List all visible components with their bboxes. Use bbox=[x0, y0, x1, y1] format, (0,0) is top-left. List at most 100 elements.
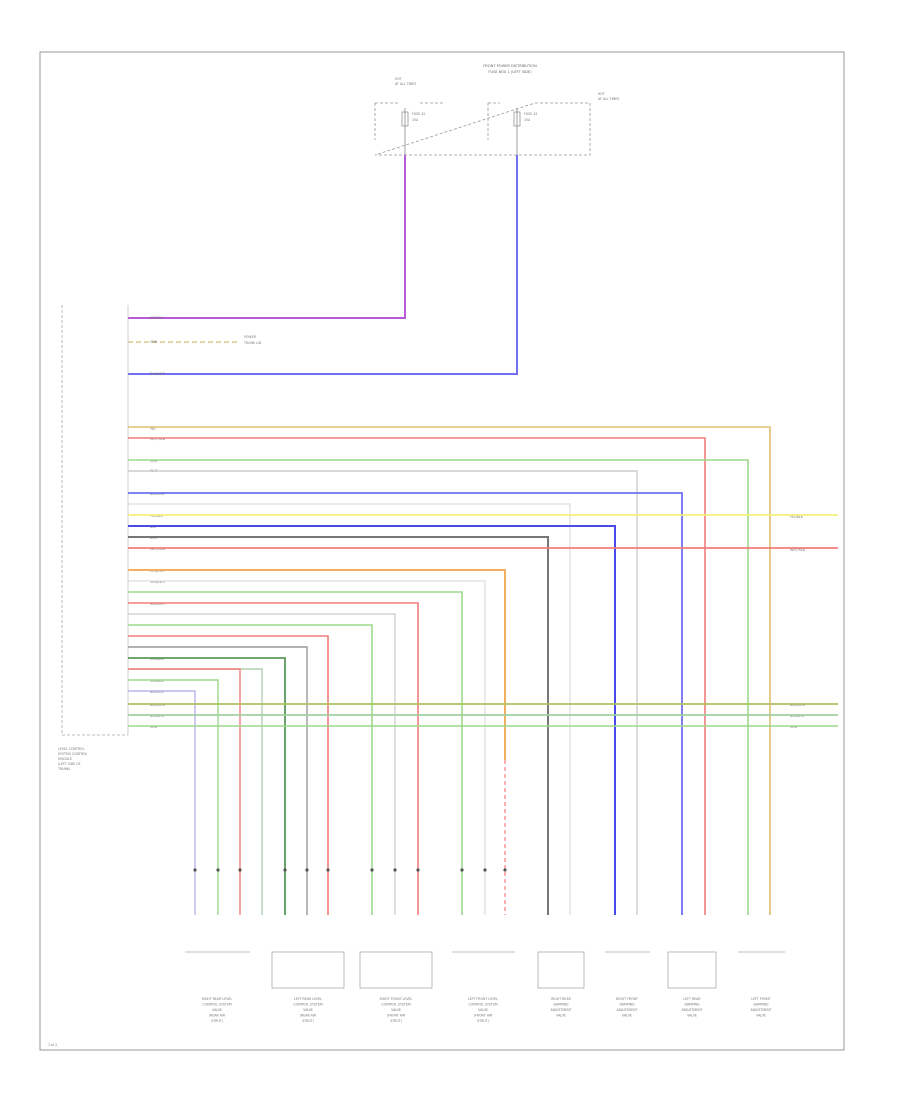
component-label-line: ADJUSTMENT bbox=[551, 1008, 572, 1012]
module-label-5: TRUNK) bbox=[57, 767, 70, 771]
fuse-box-title-2: FUSE BOX 1 (LEFT SIDE) bbox=[488, 70, 532, 74]
fuse-box-outline bbox=[374, 102, 591, 156]
fuse-a-label-1: FUSE 42 bbox=[412, 112, 425, 116]
component-label-line: LEFT REAR bbox=[683, 997, 701, 1001]
wire-run bbox=[128, 635, 329, 915]
component-label-line: RIGHT REAR bbox=[551, 997, 571, 1001]
component-label-line: (REAR AIR bbox=[209, 1014, 226, 1018]
hot-note-b-2: AT ALL TIMES bbox=[598, 97, 619, 101]
component-label-line: RIGHT FRONT bbox=[616, 997, 638, 1001]
wire-label: VIO/BLU bbox=[150, 316, 164, 320]
component-label-line: (REAR AIR bbox=[300, 1014, 317, 1018]
wire-run bbox=[128, 580, 486, 915]
fuse-b: FUSE 43 15A bbox=[513, 108, 537, 155]
module-label-2: SYSTEM CONTROL bbox=[58, 752, 88, 756]
power-connector: POWER TRUNK LID bbox=[128, 335, 262, 345]
component-label-line: ADJUSTMENT bbox=[617, 1008, 638, 1012]
hot-note-a-2: AT ALL TIMES bbox=[395, 82, 416, 86]
wire-runs bbox=[128, 426, 838, 915]
wire-label: BLU/RED bbox=[150, 690, 164, 694]
wire-label: BLU/BRN bbox=[150, 714, 165, 718]
wire-run bbox=[128, 459, 749, 915]
wire-label: YEL/BLK bbox=[150, 514, 164, 518]
component-label-line: ADJUSTMENT bbox=[682, 1008, 703, 1012]
connector-note-1: POWER bbox=[244, 335, 257, 339]
component-boxes bbox=[185, 951, 785, 989]
right-label: BLU/BRN bbox=[790, 714, 805, 718]
hot-note-a-1: HOT bbox=[395, 77, 402, 81]
wire-run bbox=[128, 613, 396, 915]
wire-label: GRN bbox=[150, 725, 158, 729]
wire-label: WHT/RED bbox=[150, 547, 166, 551]
wire-label: BLU/GRN bbox=[150, 492, 165, 496]
component-label-line: LEFT REAR LEVEL bbox=[294, 997, 322, 1001]
right-edge-labels: YEL/BLK WHT/RED BRN/GRN BLU/BRN GRN bbox=[790, 515, 806, 729]
wire-run bbox=[128, 657, 286, 915]
component-label-line: RIGHT REAR LEVEL bbox=[202, 997, 233, 1001]
wire-label: BRN/GRN bbox=[150, 703, 166, 707]
component-label-line: VALVE bbox=[622, 1014, 632, 1018]
wire-label: GRN/WHT bbox=[150, 580, 166, 584]
wire-run bbox=[128, 591, 463, 915]
component-label-line: LEFT FRONT LEVEL bbox=[468, 997, 498, 1001]
component-label-line: VALVE bbox=[756, 1014, 766, 1018]
component-label-line: STRUT) bbox=[390, 1019, 402, 1023]
component-label-line: CONTROL SYSTEM bbox=[293, 1003, 323, 1007]
fuse-a-supply-wire bbox=[128, 155, 406, 319]
diagram-frame bbox=[39, 51, 845, 1051]
wire-label: YEL bbox=[150, 427, 156, 431]
module-label-1: LEVEL CONTROL bbox=[58, 747, 85, 751]
wire-run bbox=[128, 690, 196, 915]
wire-run bbox=[128, 624, 373, 915]
component-label-line: CONTROL SYSTEM bbox=[468, 1003, 498, 1007]
component-label-line: DAMPING bbox=[553, 1003, 569, 1007]
fuse-a-label-2: 15A bbox=[412, 118, 419, 122]
wire-label: GRN/BLU bbox=[150, 679, 165, 683]
wire-run bbox=[128, 668, 241, 915]
component-label-line: CONTROL SYSTEM bbox=[202, 1003, 232, 1007]
wire-run bbox=[128, 679, 219, 915]
component-label-line: ADJUSTMENT bbox=[751, 1008, 772, 1012]
wire-run bbox=[128, 503, 571, 915]
wire-run bbox=[128, 437, 706, 915]
hot-note-b-1: HOT bbox=[598, 92, 605, 96]
right-label: YEL/BLK bbox=[790, 515, 804, 519]
component-label-line: VALVE bbox=[212, 1008, 222, 1012]
component-label-line: VALVE bbox=[391, 1008, 401, 1012]
wire-label: BLU/WHT bbox=[150, 372, 165, 376]
component-label-line: RIGHT FRONT LEVEL bbox=[380, 997, 413, 1001]
wire-run bbox=[128, 470, 638, 915]
component-label-line: DAMPING bbox=[619, 1003, 635, 1007]
right-label: GRN bbox=[790, 725, 798, 729]
component-label-line: STRUT) bbox=[477, 1019, 489, 1023]
wire-run bbox=[128, 569, 506, 760]
fuse-b-supply-wire bbox=[128, 155, 518, 375]
right-label: WHT/RED bbox=[790, 548, 806, 552]
module-label-4: (LEFT SIDE OF bbox=[58, 762, 81, 766]
fuse-box: FRONT POWER DISTRIBUTION FUSE BOX 1 (LEF… bbox=[374, 64, 619, 156]
component-label-line: (FRONT AIR bbox=[387, 1014, 406, 1018]
wire-label: RED/WHT bbox=[150, 602, 165, 606]
component-label-line: STRUT) bbox=[302, 1019, 314, 1023]
component-label-line: DAMPING bbox=[684, 1003, 700, 1007]
component-label-line: CONTROL SYSTEM bbox=[381, 1003, 411, 1007]
inline-connectors bbox=[193, 868, 507, 872]
module-label-3: MODULE bbox=[58, 757, 72, 761]
component-label-line: VALVE bbox=[556, 1014, 566, 1018]
wire-run bbox=[128, 426, 771, 915]
component-label-line: VALVE bbox=[687, 1014, 697, 1018]
wire-run bbox=[128, 602, 419, 915]
wire-label: GRN bbox=[150, 340, 158, 344]
wire-labels: VIO/BLU GRN BLU/WHT YEL WHT/RED GRN WHT … bbox=[150, 316, 166, 729]
connector-note-2: TRUNK LID bbox=[243, 341, 262, 345]
fuse-box-title-1: FRONT POWER DISTRIBUTION bbox=[483, 64, 537, 68]
component-label-line: STRUT) bbox=[211, 1019, 223, 1023]
wire-run bbox=[128, 525, 616, 915]
wire-run bbox=[128, 536, 549, 915]
page-code: 1 of 2 bbox=[48, 1043, 57, 1047]
wire-label: GRN bbox=[150, 459, 158, 463]
wire-run bbox=[128, 492, 683, 915]
component-label-line: LEFT FRONT bbox=[751, 997, 770, 1001]
